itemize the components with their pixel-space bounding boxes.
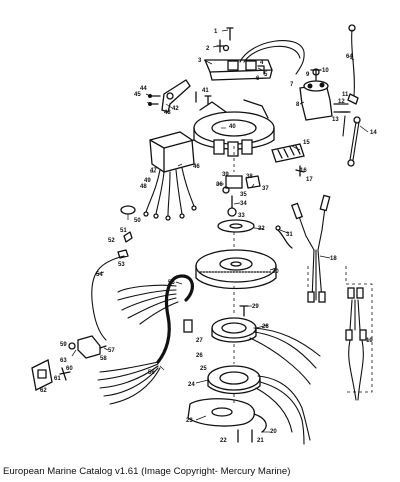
callout-30: 30 [272,269,279,275]
callout-19: 19 [366,338,373,344]
callout-6: 6 [256,76,260,82]
callout-14: 14 [370,130,377,136]
callout-26: 26 [196,353,203,359]
callout-8: 8 [296,102,300,108]
callout-24: 24 [188,382,195,388]
flywheel [195,249,277,290]
callout-12: 12 [338,99,345,105]
callout-43: 43 [164,110,171,116]
callout-39: 39 [222,172,229,178]
callout-32: 32 [258,226,265,232]
callout-53: 53 [118,262,125,268]
callout-29: 29 [252,304,259,310]
callout-45: 45 [134,92,141,98]
callout-58: 58 [100,356,107,362]
right-harness [290,165,367,401]
callout-5: 5 [264,72,268,78]
callout-49: 49 [144,178,151,184]
callout-40: 40 [229,124,236,130]
callout-leaders [71,29,370,433]
callout-18: 18 [330,256,337,262]
callout-46: 46 [193,164,200,170]
callout-63: 63 [60,358,67,364]
callout-34: 34 [240,201,247,207]
switch-box [143,131,197,221]
callout-25: 25 [200,366,207,372]
callout-42: 42 [172,106,179,112]
callout-59: 59 [60,342,67,348]
callout-13: 13 [332,117,339,123]
callout-62: 62 [40,388,47,394]
callout-44: 44 [140,86,147,92]
callout-10: 10 [322,68,329,74]
callout-56: 56 [148,370,155,376]
callout-52: 52 [108,238,115,244]
callout-20: 20 [270,429,277,435]
ignition-system-exploded-view: 1 2 3 4 5 6 7 8 9 10 11 12 13 14 15 16 1… [31,24,377,445]
callout-57: 57 [108,348,115,354]
callout-11: 11 [342,92,349,98]
callout-50: 50 [134,218,141,224]
callout-27: 27 [196,338,203,344]
callout-22: 22 [220,438,227,444]
callout-3: 3 [198,58,202,64]
callout-54: 54 [96,272,103,278]
alignment-lines [233,146,373,404]
callout-9: 9 [306,72,310,78]
callout-41: 41 [202,88,209,94]
callout-28: 28 [262,324,269,330]
key-switch [31,335,107,391]
mounting-bracket [148,79,197,113]
callout-64: 64 [346,54,353,60]
callout-1: 1 [214,29,218,35]
callout-21: 21 [257,438,264,444]
callout-31: 31 [286,232,293,238]
callout-47: 47 [150,168,157,174]
callout-17: 17 [306,177,313,183]
callout-15: 15 [303,140,310,146]
battery-cables [339,111,361,167]
callout-7: 7 [290,82,294,88]
callout-2: 2 [206,46,210,52]
exploded-parts-diagram: 1 2 3 4 5 6 7 8 9 10 11 12 13 14 15 16 1… [31,24,377,445]
callout-48: 48 [140,184,147,190]
callout-36: 36 [216,182,223,188]
callout-35: 35 [240,192,247,198]
callout-51: 51 [120,228,127,234]
ground-cable [347,24,359,105]
callout-61: 61 [54,376,61,382]
wiring-harness [97,274,194,405]
terminal-block [271,143,305,163]
callout-23: 23 [186,418,193,424]
catalog-caption: European Marine Catalog v1.61 (Image Cop… [3,466,291,477]
stator [211,305,321,385]
callout-4: 4 [260,60,264,66]
callout-37: 37 [262,186,269,192]
callout-55: 55 [168,280,175,286]
callout-33: 33 [238,213,245,219]
trigger-assembly [187,365,311,445]
ignition-plate [193,95,275,157]
callout-16: 16 [300,168,307,174]
callout-labels: 1 2 3 4 5 6 7 8 9 10 11 12 13 14 15 16 1… [40,29,377,444]
callout-38: 38 [246,174,253,180]
coil-bracket-assembly [204,27,305,81]
trigger-parts [217,175,293,249]
callout-60: 60 [66,366,73,372]
